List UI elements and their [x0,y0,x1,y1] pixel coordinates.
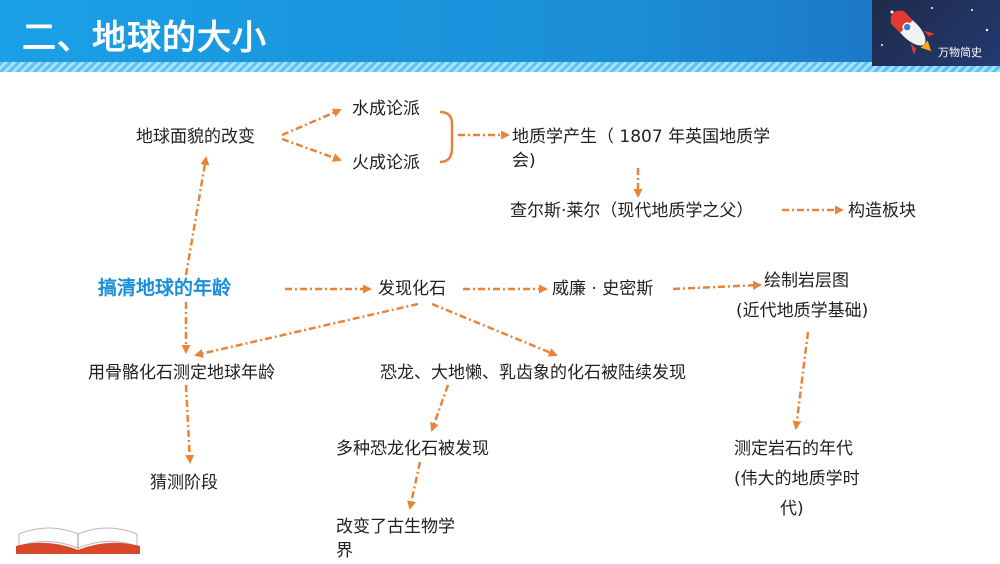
node-lyell: 查尔斯·莱尔（现代地质学之父） [510,201,754,221]
arrow-many-paleo [407,461,422,510]
node-many-dinosaurs: 多种恐龙化石被发现 [336,439,489,459]
arrow-age-change [184,156,210,276]
node-rock-dating-line3: 代) [780,499,804,519]
rocket-icon [881,7,989,55]
arrow-fossil-bones [194,302,419,358]
header-stripe [0,62,1000,72]
node-earth-age: 搞清地球的年龄 [98,277,232,299]
arrow-change-water [281,108,342,137]
arrow-bones-guess [184,384,195,464]
node-william-smith: 威廉 · 史密斯 [552,279,654,299]
node-plutonism: 火成论派 [352,153,420,173]
open-book-icon [16,527,140,554]
node-bone-dating: 用骨骼化石测定地球年龄 [88,363,275,383]
node-neptunism: 水成论派 [352,99,420,119]
node-geology-birth-line2: 会) [512,151,536,171]
arrow-dino-many [430,384,450,432]
header-bar [0,0,1000,66]
brace-bracket [439,110,454,164]
brand-label: 万物简史 [938,46,982,59]
node-guess-stage: 猜测阶段 [150,473,218,493]
node-strata-map-line2: (近代地质学基础) [736,301,869,321]
node-rock-dating-line1: 测定岩石的年代 [734,439,853,459]
arrow-smith-strata [672,280,762,291]
page-title: 二、地球的大小 [22,18,267,58]
arrow-strata-rock [792,331,810,430]
node-earth-change: 地球面貌的改变 [136,127,255,147]
node-geology-birth-line1: 地质学产生（ 1807 年英国地质学 [512,127,771,147]
node-fossil-discovery: 发现化石 [378,279,446,299]
node-strata-map-line1: 绘制岩层图 [764,271,849,291]
arrow-change-fire [281,137,342,162]
node-plate-tectonics: 构造板块 [848,201,916,221]
arrow-fossil-dino [431,302,558,357]
brand-badge [872,0,1000,66]
node-paleontology-line2: 界 [336,541,353,561]
node-paleontology-line1: 改变了古生物学 [336,517,455,537]
node-dinosaur-finds: 恐龙、大地懒、乳齿象的化石被陆续发现 [380,363,686,383]
node-rock-dating-line2: (伟大的地质学时 [734,469,860,489]
